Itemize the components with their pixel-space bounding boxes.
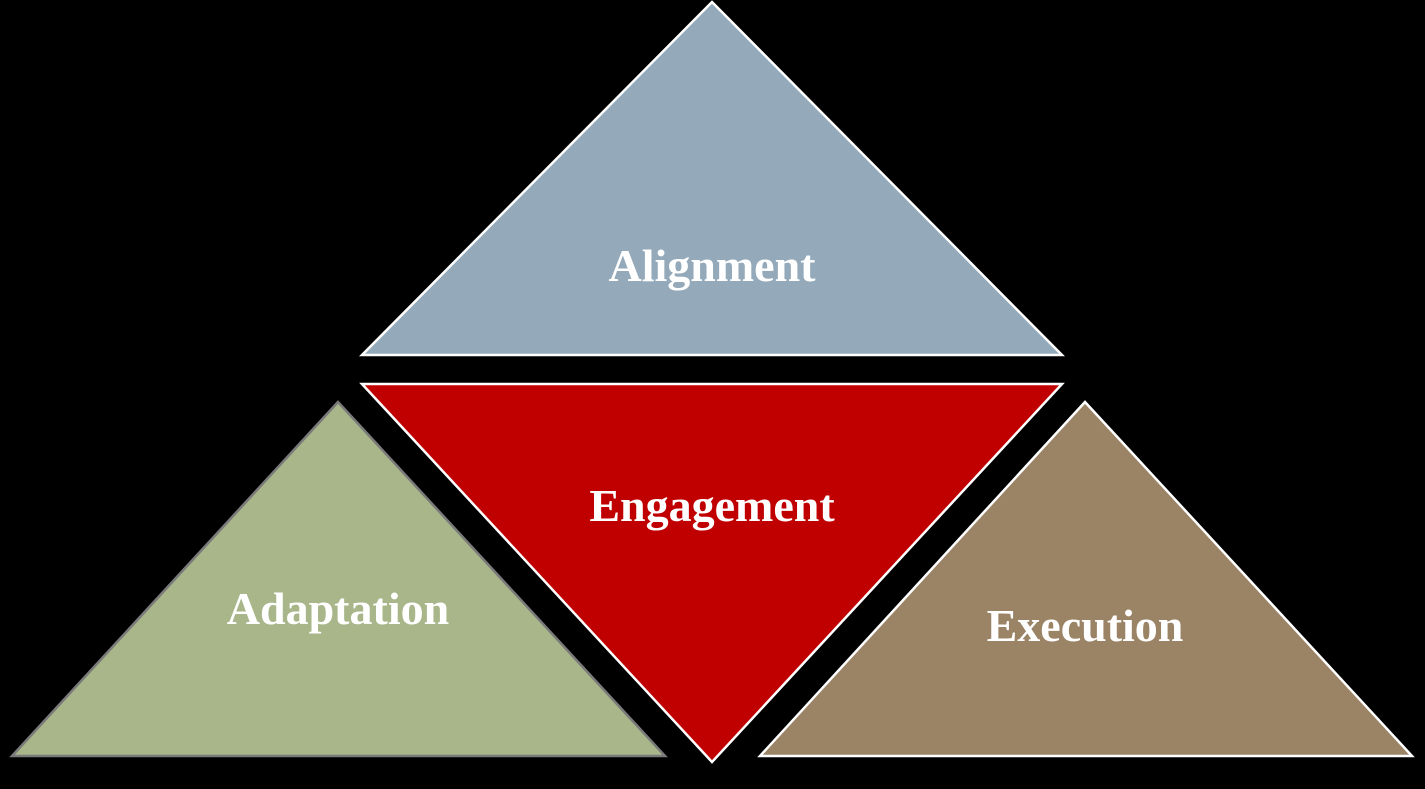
engagement-label: Engagement	[589, 480, 835, 531]
segment-adaptation: Adaptation	[9, 400, 668, 758]
execution-label: Execution	[987, 600, 1184, 651]
execution-triangle	[757, 400, 1415, 758]
engagement-triangle	[359, 382, 1065, 764]
segment-alignment: Alignment	[359, 0, 1065, 357]
segment-engagement: Engagement	[359, 382, 1065, 764]
adaptation-label: Adaptation	[227, 583, 449, 634]
alignment-label: Alignment	[609, 240, 817, 291]
adaptation-triangle	[9, 400, 668, 758]
segment-execution: Execution	[757, 400, 1415, 758]
alignment-triangle	[359, 0, 1065, 357]
